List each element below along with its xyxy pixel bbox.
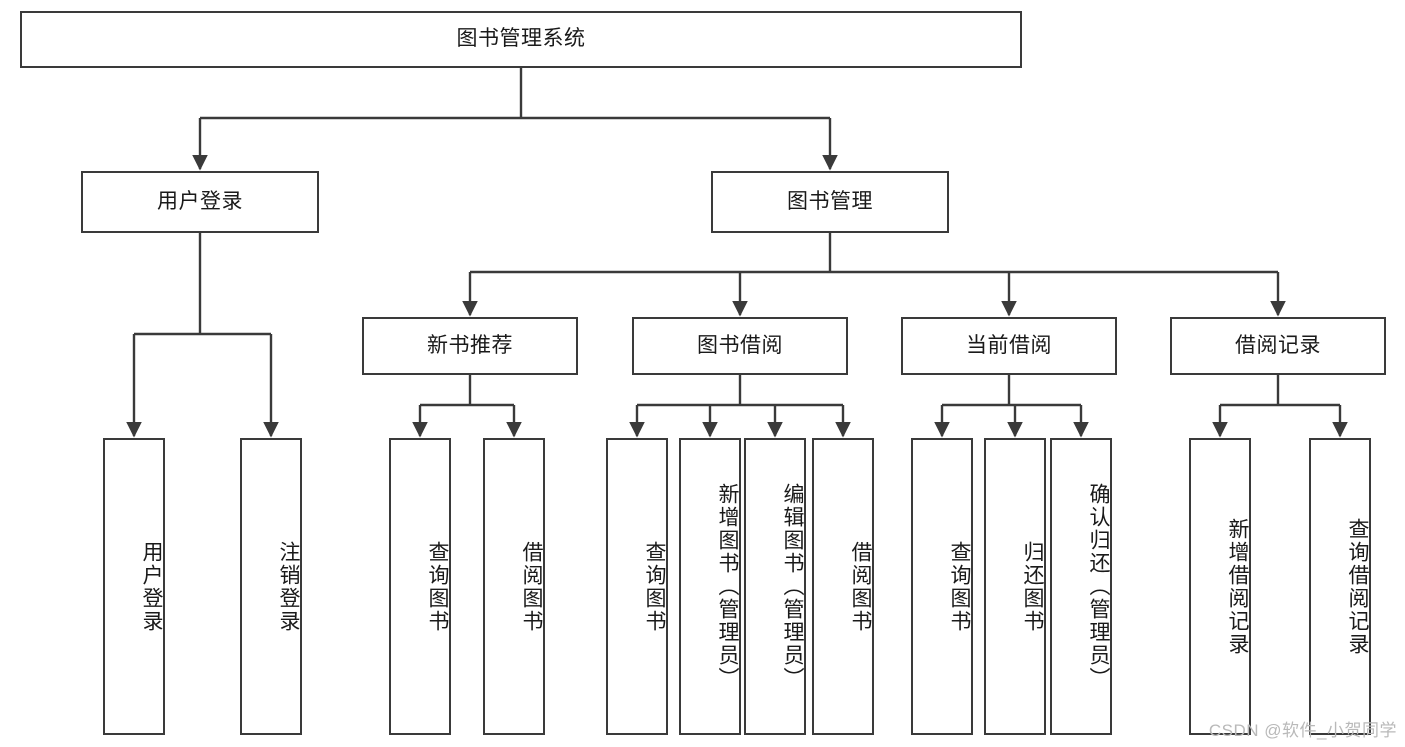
leaf-borrow-borrow-book[interactable]: 借阅图书 [812,438,874,735]
leaf-record-add-label: 新增借阅记录 [1226,517,1249,656]
node-new-book-recommend[interactable]: 新书推荐 [362,317,578,375]
leaf-recommend-borrow-book-label: 借阅图书 [520,540,543,633]
leaf-record-query-label: 查询借阅记录 [1346,517,1369,656]
node-user-login[interactable]: 用户登录 [81,171,319,233]
node-book-management-label: 图书管理 [787,189,873,213]
node-root[interactable]: 图书管理系统 [20,11,1022,68]
leaf-borrow-query-book[interactable]: 查询图书 [606,438,668,735]
leaf-record-query[interactable]: 查询借阅记录 [1309,438,1371,735]
leaf-borrow-edit-book[interactable]: 编辑图书（管理员） [744,438,806,735]
leaf-current-query-book[interactable]: 查询图书 [911,438,973,735]
node-new-book-recommend-label: 新书推荐 [427,333,513,357]
node-book-borrow-label: 图书借阅 [697,333,783,357]
leaf-current-query-book-label: 查询图书 [948,540,971,633]
node-current-borrow[interactable]: 当前借阅 [901,317,1117,375]
leaf-user-login[interactable]: 用户登录 [103,438,165,735]
node-borrow-records-label: 借阅记录 [1235,333,1321,357]
leaf-current-confirm-return-label: 确认归还（管理员） [1087,483,1110,690]
node-root-label: 图书管理系统 [456,27,586,51]
leaf-recommend-query-book-label: 查询图书 [426,540,449,633]
leaf-borrow-add-book[interactable]: 新增图书（管理员） [679,438,741,735]
leaf-user-logout-label: 注销登录 [277,540,300,633]
leaf-borrow-add-book-label: 新增图书（管理员） [716,483,739,690]
leaf-user-login-label: 用户登录 [140,540,163,633]
leaf-borrow-borrow-book-label: 借阅图书 [849,540,872,633]
leaf-recommend-query-book[interactable]: 查询图书 [389,438,451,735]
node-book-management[interactable]: 图书管理 [711,171,949,233]
node-user-login-label: 用户登录 [157,189,243,213]
node-book-borrow[interactable]: 图书借阅 [632,317,848,375]
leaf-current-return-book[interactable]: 归还图书 [984,438,1046,735]
leaf-current-confirm-return[interactable]: 确认归还（管理员） [1050,438,1112,735]
leaf-current-return-book-label: 归还图书 [1021,540,1044,633]
leaf-recommend-borrow-book[interactable]: 借阅图书 [483,438,545,735]
node-current-borrow-label: 当前借阅 [966,333,1052,357]
leaf-borrow-edit-book-label: 编辑图书（管理员） [781,483,804,690]
watermark: CSDN @软件_小贺同学 [1208,721,1397,740]
leaf-user-logout[interactable]: 注销登录 [240,438,302,735]
leaf-borrow-query-book-label: 查询图书 [643,540,666,633]
node-borrow-records[interactable]: 借阅记录 [1170,317,1386,375]
leaf-record-add[interactable]: 新增借阅记录 [1189,438,1251,735]
